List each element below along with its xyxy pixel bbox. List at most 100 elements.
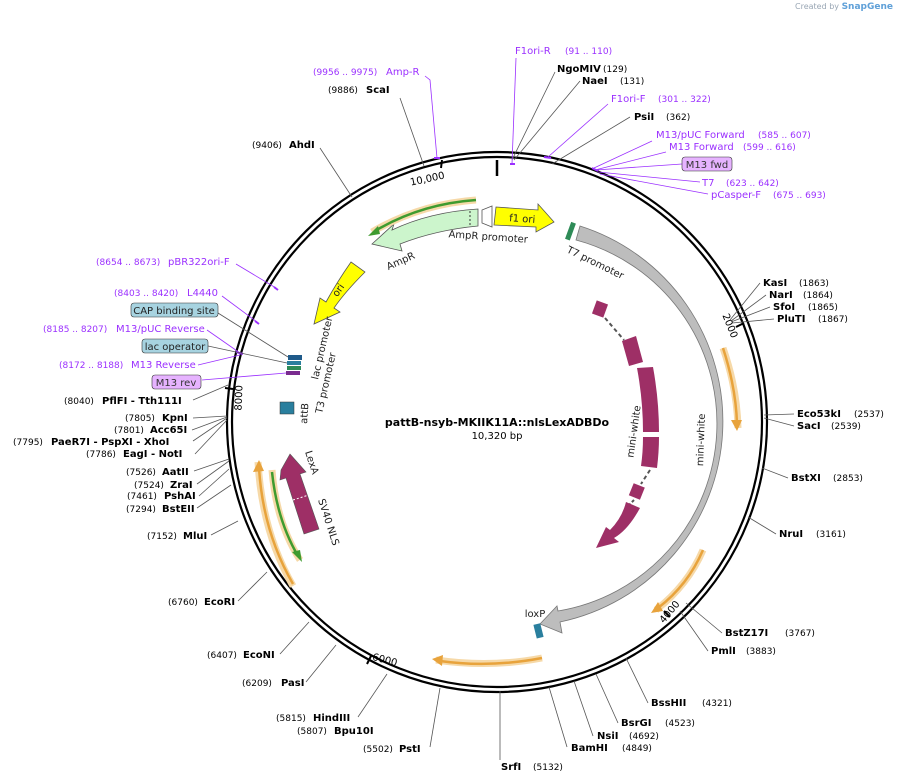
site-psii-name: PsiI <box>634 112 654 123</box>
site-bstxi[interactable]: BstXI (2853) <box>791 473 863 484</box>
primer-m13-forward[interactable]: M13 Forward (599 .. 616) <box>669 142 796 153</box>
site-econi-name: EcoNI <box>243 650 275 661</box>
site-bstz17i-pos: (3767) <box>785 629 815 639</box>
site-nsii[interactable]: NsiI (4692) <box>597 731 659 742</box>
primer-m13-puc-reverse-name: M13/pUC Reverse <box>116 324 205 335</box>
site-bsshii[interactable]: BssHII (4321) <box>651 698 732 709</box>
leader-nrui <box>747 516 777 535</box>
site-econi[interactable]: EcoNI (6407) <box>207 650 275 661</box>
feature-cap-binding-site-text: CAP binding site <box>133 306 215 317</box>
site-ngomiv[interactable]: NgoMIV (129) <box>557 64 627 75</box>
leader-bsteii <box>196 484 232 509</box>
feature-lac-promoter-box[interactable] <box>287 366 301 370</box>
site-nari[interactable]: NarI (1864) <box>769 290 833 301</box>
primer-m13-reverse[interactable]: M13 Reverse (8172 .. 8188) <box>59 360 196 371</box>
feature-cap-site-box[interactable] <box>288 355 302 360</box>
primer-l4440-name: L4440 <box>187 288 218 299</box>
site-bamhi[interactable]: BamHI (4849) <box>571 743 652 754</box>
site-eco53ki-pos: (2537) <box>854 410 884 420</box>
feature-mini-white-exon-1[interactable] <box>591 300 609 318</box>
primer-f1ori-r[interactable]: F1ori-R (91 .. 110) <box>515 46 612 57</box>
leader-bamhi <box>548 686 568 748</box>
site-kasi[interactable]: KasI (1863) <box>763 278 829 289</box>
site-kasi-pos: (1863) <box>799 279 829 289</box>
primer-m13-rev-box[interactable]: M13 rev <box>151 374 202 390</box>
primer-f1ori-f[interactable]: F1ori-F (301 .. 322) <box>611 94 711 105</box>
site-bstz17i[interactable]: BstZ17I (3767) <box>725 628 815 639</box>
primer-m13-fwd-box[interactable]: M13 fwd <box>681 156 733 172</box>
primer-pcasper-f[interactable]: pCasper-F (675 .. 693) <box>711 190 826 201</box>
site-aatii-pos: (7526) <box>126 468 156 478</box>
site-naei[interactable]: NaeI (131) <box>582 76 644 87</box>
tick-2000 <box>735 322 745 328</box>
feature-m13-rev-box[interactable] <box>286 371 300 375</box>
primer-m13-puc-forward[interactable]: M13/pUC Forward (585 .. 607) <box>656 130 811 141</box>
site-pmli[interactable]: PmlI (3883) <box>711 646 776 657</box>
feature-mini-white-intron-2 <box>640 469 651 485</box>
credit-text: Created by <box>795 2 840 11</box>
primer-t7[interactable]: T7 (623 .. 642) <box>701 178 779 189</box>
site-psii[interactable]: PsiI (362) <box>634 112 690 123</box>
primer-amp-r[interactable]: Amp-R (9956 .. 9975) <box>313 67 420 78</box>
site-aatii[interactable]: AatII (7526) <box>126 467 189 478</box>
site-eagi-noti[interactable]: EagI - NotI (7786) <box>86 449 182 460</box>
feature-loxp-box[interactable] <box>533 623 544 639</box>
leader-acc65i <box>191 416 228 431</box>
feature-cap-binding-site-box[interactable]: CAP binding site <box>130 302 219 318</box>
pleader-f1ori-r <box>511 57 517 165</box>
site-pasi[interactable]: PasI (6209) <box>242 678 304 689</box>
leader-sfoi <box>730 306 771 323</box>
feature-t7-promoter-box[interactable] <box>565 221 576 241</box>
feature-ori-arrow[interactable] <box>313 261 366 325</box>
site-pshai[interactable]: PshAI (7461) <box>127 491 196 502</box>
primer-pbr322ori-f[interactable]: pBR322ori-F (8654 .. 8673) <box>96 257 230 268</box>
site-nrui[interactable]: NruI (3161) <box>779 529 846 540</box>
site-ecori[interactable]: EcoRI (6760) <box>168 597 235 608</box>
site-eco53ki[interactable]: Eco53kI (2537) <box>797 409 884 420</box>
feature-lac-operator-box[interactable] <box>287 361 301 365</box>
site-pluti[interactable]: PluTI (1867) <box>777 314 848 325</box>
site-zrai[interactable]: ZraI (7524) <box>134 480 193 491</box>
orf-lexa-arrow-inner <box>270 471 300 557</box>
site-ahdi[interactable]: AhdI (9406) <box>252 140 315 151</box>
leader-ecori <box>237 571 268 602</box>
site-scai[interactable]: ScaI (9886) <box>328 85 390 96</box>
primer-mark-m13-fwd <box>591 167 599 172</box>
site-bsteii-pos: (7294) <box>126 505 156 515</box>
feature-ampr-promoter-arrow[interactable] <box>481 205 493 228</box>
feature-mini-white-exon-3[interactable] <box>637 367 659 432</box>
feature-lac-operator-label-box[interactable]: lac operator <box>141 338 209 354</box>
site-psti[interactable]: PstI (5502) <box>363 744 421 755</box>
primer-m13-puc-reverse[interactable]: M13/pUC Reverse (8185 .. 8207) <box>43 324 205 335</box>
site-scai-pos: (9886) <box>328 86 358 96</box>
site-bsrgi[interactable]: BsrGI (4523) <box>621 718 695 729</box>
site-saci[interactable]: SacI (2539) <box>797 421 861 432</box>
orf-right-upper-head <box>731 420 742 431</box>
feature-ampr-arrow[interactable] <box>371 208 479 252</box>
site-bpu10i[interactable]: Bpu10I (5807) <box>297 726 374 737</box>
pleader-m13-rev <box>197 354 241 366</box>
feature-f1-ori-arrow[interactable] <box>493 202 555 233</box>
site-pflfi-tth111i[interactable]: PflFI - Tth111I (8040) <box>64 396 182 407</box>
site-sfoi[interactable]: SfoI (1865) <box>773 302 838 313</box>
feature-lexa-arrow[interactable] <box>279 453 320 535</box>
feature-attb-box[interactable] <box>279 401 295 415</box>
feature-mini-white-outer-label: mini-white <box>695 413 708 466</box>
leader-hindiii <box>357 673 388 718</box>
feature-mini-white-exon-4[interactable] <box>641 437 659 468</box>
site-paer7i-pspxi-xhoi[interactable]: PaeR7I - PspXI - XhoI (7795) <box>13 437 169 448</box>
feature-mini-white-exon-6[interactable] <box>596 502 640 548</box>
site-zrai-name: ZraI <box>170 480 193 491</box>
site-saci-pos: (2539) <box>831 422 861 432</box>
site-bsteii[interactable]: BstEII (7294) <box>126 504 195 515</box>
feature-mini-white-exon-5[interactable] <box>628 483 645 500</box>
site-kpni[interactable]: KpnI (7805) <box>125 413 188 424</box>
site-hindiii[interactable]: HindIII (5815) <box>276 713 350 724</box>
site-acc65i[interactable]: Acc65I (7801) <box>114 425 187 436</box>
orf-left-arrow-inner <box>257 467 295 585</box>
site-mlui[interactable]: MluI (7152) <box>147 531 207 542</box>
feature-mini-white-exon-2[interactable] <box>622 336 643 366</box>
tick-label-8000: 8000 <box>234 385 246 411</box>
site-srfi[interactable]: SrfI (5132) <box>501 762 563 773</box>
primer-l4440[interactable]: L4440 (8403 .. 8420) <box>114 288 218 299</box>
